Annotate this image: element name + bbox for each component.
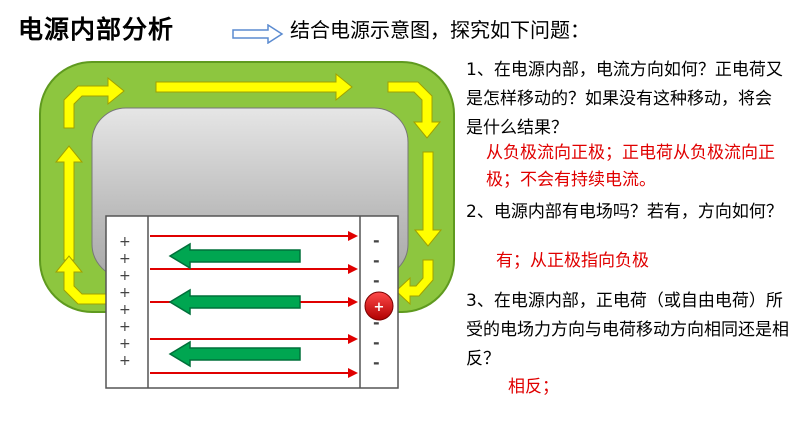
minus-sign: - bbox=[373, 333, 380, 352]
green-arrow bbox=[168, 242, 301, 270]
loop-arrow-top-left bbox=[63, 76, 125, 129]
green-arrow bbox=[168, 340, 301, 368]
green-arrow bbox=[168, 288, 301, 316]
field-line bbox=[150, 368, 358, 378]
answer-3: 相反； bbox=[508, 377, 559, 397]
loop-arrow-left bbox=[54, 145, 84, 261]
loop-arrow-top bbox=[155, 72, 353, 102]
minus-sign: - bbox=[373, 251, 380, 270]
plus-sign: + bbox=[119, 285, 131, 301]
plus-sign: + bbox=[119, 251, 131, 267]
loop-arrow-top-right bbox=[387, 81, 442, 139]
answer-2: 有；从正极指向负极 bbox=[496, 251, 649, 271]
answer-1: 从负极流向正极；正电荷从负极流向正极；不会有持续电流。 bbox=[486, 143, 775, 190]
plus-sign: + bbox=[119, 302, 131, 318]
right-arrow-icon bbox=[232, 24, 284, 44]
plus-sign: + bbox=[119, 268, 131, 284]
plus-sign: + bbox=[119, 319, 131, 335]
loop-arrow-bottom-left bbox=[54, 255, 109, 305]
field-line bbox=[150, 231, 358, 241]
question-1: 1、在电源内部，电流方向如何？正电荷又是怎样移动的？如果没有这种移动，将会是什么… bbox=[466, 60, 783, 138]
field-line bbox=[150, 264, 358, 274]
plus-sign: + bbox=[119, 336, 131, 352]
positive-charges: + + + + + + + + bbox=[119, 234, 131, 369]
subtitle: 结合电源示意图，探究如下问题： bbox=[290, 18, 590, 42]
plus-sign: + bbox=[119, 234, 131, 250]
question-2: 2、电源内部有电场吗？若有，方向如何？ bbox=[466, 202, 783, 222]
minus-sign: - bbox=[373, 313, 380, 332]
minus-sign: - bbox=[373, 271, 380, 290]
loop-arrows bbox=[54, 72, 443, 306]
charge-movement-arrows bbox=[168, 242, 301, 368]
positive-charge: + bbox=[364, 291, 394, 321]
page-title: 电源内部分析 bbox=[18, 15, 175, 44]
plus-sign: + bbox=[119, 353, 131, 369]
power-source-diagram: + + + + + + + + - - - - - - - + bbox=[39, 61, 455, 389]
loop-arrow-right bbox=[413, 151, 443, 247]
minus-sign: - bbox=[373, 353, 380, 372]
field-line bbox=[150, 334, 358, 344]
loop-arrow-bottom-right bbox=[395, 259, 434, 306]
question-3: 3、在电源内部，正电荷（或自由电荷）所受的电场力方向与电荷移动方向相同还是相反？ bbox=[466, 291, 789, 369]
minus-sign: - bbox=[373, 231, 380, 250]
charge-label: + bbox=[374, 300, 385, 315]
